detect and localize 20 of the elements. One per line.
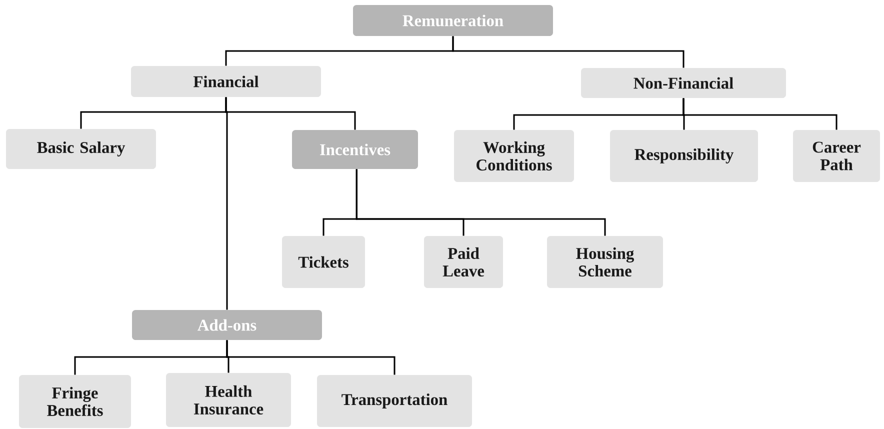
category-box: Non-Financial <box>581 68 786 98</box>
category-box: Remuneration <box>353 5 553 36</box>
connector-line <box>226 340 396 375</box>
category-box: Paid Leave <box>424 236 503 288</box>
category-box: Working Conditions <box>454 130 574 182</box>
connector-line <box>356 169 606 236</box>
category-box: Career Path <box>793 130 880 182</box>
category-box: Transportation <box>317 375 472 427</box>
connector-line <box>682 98 838 130</box>
category-box: Housing Scheme <box>547 236 663 288</box>
connector-line <box>452 36 684 68</box>
connector-line <box>225 97 228 310</box>
category-box: Add-ons <box>132 310 322 340</box>
category-box: Incentives <box>292 130 418 169</box>
category-box: Tickets <box>282 236 365 288</box>
category-box: Fringe Benefits <box>19 375 131 428</box>
category-box: Responsibility <box>610 130 758 182</box>
category-box: Financial <box>131 66 321 97</box>
category-box: Basic Salary <box>6 129 156 169</box>
category-box: Health Insurance <box>166 373 291 427</box>
